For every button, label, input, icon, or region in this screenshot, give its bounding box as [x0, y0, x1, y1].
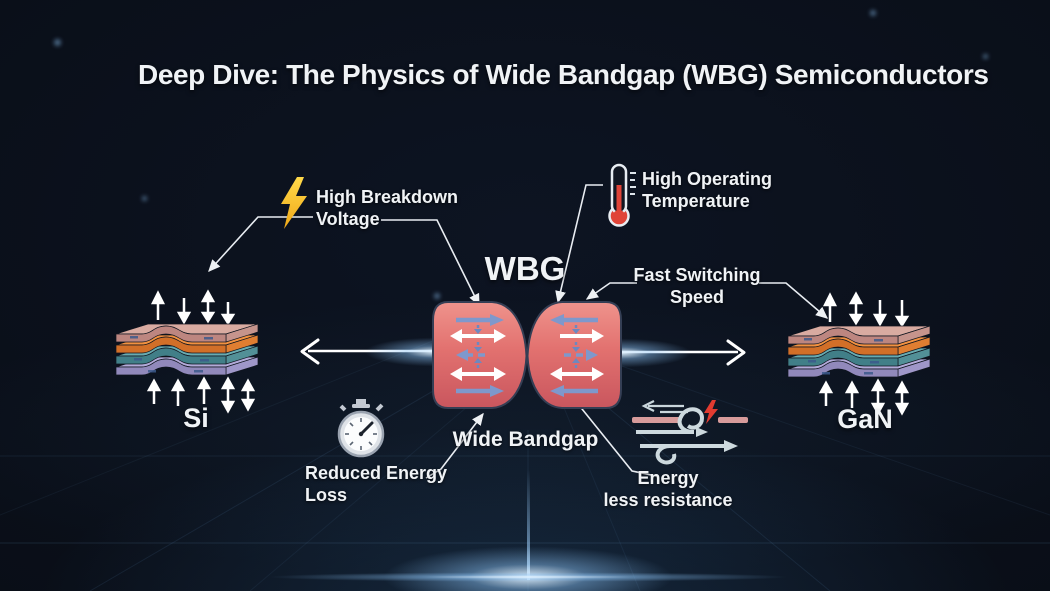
gan-label: GaN — [837, 404, 893, 434]
callout-resistance-line1: Energy — [637, 468, 699, 488]
callout-energy-loss-line1: Reduced Energy — [305, 463, 448, 483]
callout-switching-line2: Speed — [669, 287, 725, 308]
thermometer-icon — [608, 163, 636, 227]
callout-resistance-line2: less resistance — [603, 490, 733, 511]
wbg-junction-diagram — [432, 301, 622, 409]
glow-dot — [142, 196, 147, 201]
callout-breakdown-voltage: High Breakdown Voltage — [316, 186, 458, 231]
page-title: Deep Dive: The Physics of Wide Bandgap (… — [138, 59, 989, 90]
wbg-label: WBG — [484, 250, 566, 287]
callout-energy-loss-line2: Loss — [305, 485, 348, 506]
callout-breakdown-line2: Voltage — [316, 209, 380, 230]
callout-breakdown-line1: High Breakdown — [316, 187, 459, 207]
callout-energy-loss: Reduced Energy Loss — [305, 462, 447, 507]
lightning-icon — [281, 177, 307, 229]
callout-temperature-line1: High Operating — [642, 169, 772, 189]
glow-dot — [434, 293, 440, 299]
callout-temperature-line2: Temperature — [642, 191, 750, 212]
callout-switching-line1: Fast Switching — [633, 265, 761, 285]
callout-operating-temperature: High Operating Temperature — [642, 168, 772, 213]
glow-dot — [870, 10, 876, 16]
stopwatch-icon — [337, 399, 385, 458]
si-stack-diagram — [115, 289, 259, 414]
energy-flow-icon — [632, 400, 748, 465]
wide-bandgap-caption: Wide Bandgap — [452, 428, 599, 451]
callout-switching-speed: Fast Switching Speed — [612, 264, 782, 309]
callout-less-resistance: Energy less resistance — [598, 467, 738, 512]
gan-stack-diagram — [787, 291, 931, 416]
glow-dot — [54, 39, 61, 46]
glow-dot — [983, 54, 988, 59]
si-label: Si — [183, 403, 209, 433]
